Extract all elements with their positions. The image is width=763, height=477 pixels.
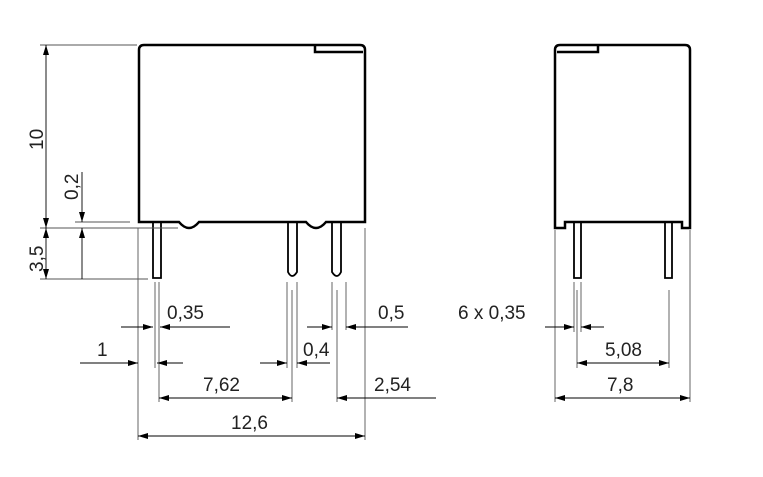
label-pitch-2: 2,54: [374, 375, 411, 396]
label-side-pitch: 5,08: [605, 340, 642, 361]
front-view: 10 0,2 3,5 0,35 1 0,4 0,5 7,62 2,54 12,6: [27, 43, 436, 440]
label-pin-width-2: 0,4: [303, 340, 330, 361]
label-gap: 0,2: [62, 174, 83, 200]
pin-1: [152, 222, 162, 279]
pin-2: [287, 222, 298, 277]
label-pin-offset: 1: [97, 340, 108, 361]
body-notch-side: [557, 45, 600, 54]
label-side-pin-width: 6 x 0,35: [458, 303, 526, 324]
label-height: 10: [27, 129, 48, 150]
side-pin-2: [664, 222, 673, 279]
extension-lines: [40, 44, 366, 440]
relay-body-side: [553, 43, 692, 230]
side-view: 6 x 0,35 5,08 7,8: [458, 43, 692, 402]
label-pin-width: 0,35: [167, 303, 204, 324]
label-side-depth: 7,8: [607, 375, 633, 396]
relay-body-front: [137, 43, 367, 230]
label-pin-length: 3,5: [27, 246, 48, 272]
label-pin-width-3: 0,5: [378, 303, 404, 324]
body-notch: [313, 45, 363, 54]
label-total-width: 12,6: [231, 413, 268, 434]
side-pin-1: [573, 222, 582, 279]
pin-3: [331, 222, 342, 277]
side-extension-lines: [554, 230, 691, 402]
label-pitch-1: 7,62: [203, 375, 240, 396]
